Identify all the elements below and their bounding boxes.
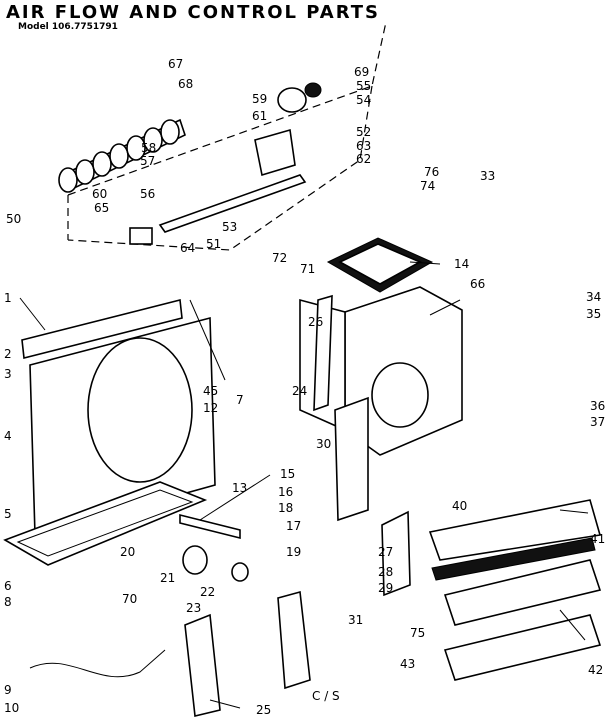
drip-tray-part	[428, 499, 602, 681]
part-label-45: 45	[203, 384, 218, 398]
base-pan-part	[3, 481, 208, 566]
part-label-7: 7	[236, 393, 244, 407]
part-label-8: 8	[4, 595, 12, 609]
part-label-72: 72	[272, 251, 287, 265]
part-label-56: 56	[140, 187, 155, 201]
part-label-5: 5	[4, 507, 12, 521]
part-label-16: 16	[278, 485, 293, 499]
motor-bracket-part	[129, 128, 307, 245]
part-label-43: 43	[400, 657, 415, 671]
part-label-65: 65	[94, 201, 109, 215]
part-label-21: 21	[160, 571, 175, 585]
part-label-13: 13	[232, 481, 247, 495]
model-number: Model 106.7751791	[18, 22, 118, 32]
part-label-50: 50	[6, 212, 21, 226]
blower-wheel-part	[58, 118, 186, 193]
part-label-18: 18	[278, 501, 293, 515]
diagram-title: AIR FLOW AND CONTROL PARTS	[6, 2, 381, 23]
part-label-14: 14	[454, 257, 469, 271]
part-label-57: 57	[140, 154, 155, 168]
part-label-9: 9	[4, 683, 12, 697]
part-label-69: 69	[354, 65, 369, 79]
power-cord-part	[29, 649, 166, 678]
part-label-3: 3	[4, 367, 12, 381]
part-label-33: 33	[480, 169, 495, 183]
part-label-42: 42	[588, 663, 603, 677]
part-label-74: 74	[420, 179, 435, 193]
assembly-boundary	[67, 21, 387, 251]
shaft-rod-part	[179, 513, 241, 540]
part-label-54: 54	[356, 93, 371, 107]
part-label-22: 22	[200, 585, 215, 599]
part-label-17: 17	[286, 519, 301, 533]
part-label-55: 55	[356, 79, 371, 93]
part-label-41: 41	[590, 532, 605, 546]
part-label-27: 27	[378, 545, 393, 559]
part-label-53: 53	[222, 220, 237, 234]
part-label-10: 10	[4, 701, 19, 715]
part-label-52: 52	[356, 125, 371, 139]
part-label-70: 70	[122, 592, 137, 606]
part-label-30: 30	[316, 437, 331, 451]
front-panel-part	[21, 298, 216, 537]
part-label-58: 58	[141, 141, 156, 155]
cabinet-housing-part	[299, 286, 463, 522]
part-label-4: 4	[4, 429, 12, 443]
part-label-6: 6	[4, 579, 12, 593]
part-label-34: 34	[586, 290, 601, 304]
part-label-59: 59	[252, 92, 267, 106]
part-label-64: 64	[180, 241, 195, 255]
part-labels: 1234567891012131415161718192021222324252…	[4, 57, 605, 717]
part-label-31: 31	[348, 613, 363, 627]
part-label-23: 23	[186, 601, 201, 615]
part-label-1: 1	[4, 291, 12, 305]
part-label-15: 15	[280, 467, 295, 481]
part-label-76: 76	[424, 165, 439, 179]
part-label-19: 19	[286, 545, 301, 559]
grille-part	[381, 510, 411, 597]
part-label-71: 71	[300, 262, 315, 276]
part-label-12: 12	[203, 401, 218, 415]
control-box-part	[184, 590, 311, 717]
part-label-25: 25	[256, 703, 271, 717]
part-label-40: 40	[452, 499, 467, 513]
part-label-60: 60	[92, 187, 107, 201]
part-label-24: 24	[292, 384, 307, 398]
air-filter-part	[326, 237, 434, 293]
part-label-37: 37	[590, 415, 605, 429]
part-label-20: 20	[120, 545, 135, 559]
part-label-36: 36	[590, 399, 605, 413]
fan-motor-part	[277, 82, 322, 113]
part-label-35: 35	[586, 307, 601, 321]
part-label-2: 2	[4, 347, 12, 361]
leader-lines	[19, 261, 589, 709]
part-label-75: 75	[410, 626, 425, 640]
part-label-28: 28	[378, 565, 393, 579]
part-label-26: 26	[308, 315, 323, 329]
part-label-61: 61	[252, 109, 267, 123]
control-panel-part	[313, 294, 333, 412]
part-label-29: 29	[378, 581, 393, 595]
part-label-68: 68	[178, 77, 193, 91]
part-label-63: 63	[356, 139, 371, 153]
part-label-62: 62	[356, 152, 371, 166]
footer-text: C / S	[312, 689, 340, 703]
part-label-66: 66	[470, 277, 485, 291]
part-label-51: 51	[206, 237, 221, 251]
part-label-67: 67	[168, 57, 183, 71]
knob-assembly-part	[182, 545, 249, 582]
